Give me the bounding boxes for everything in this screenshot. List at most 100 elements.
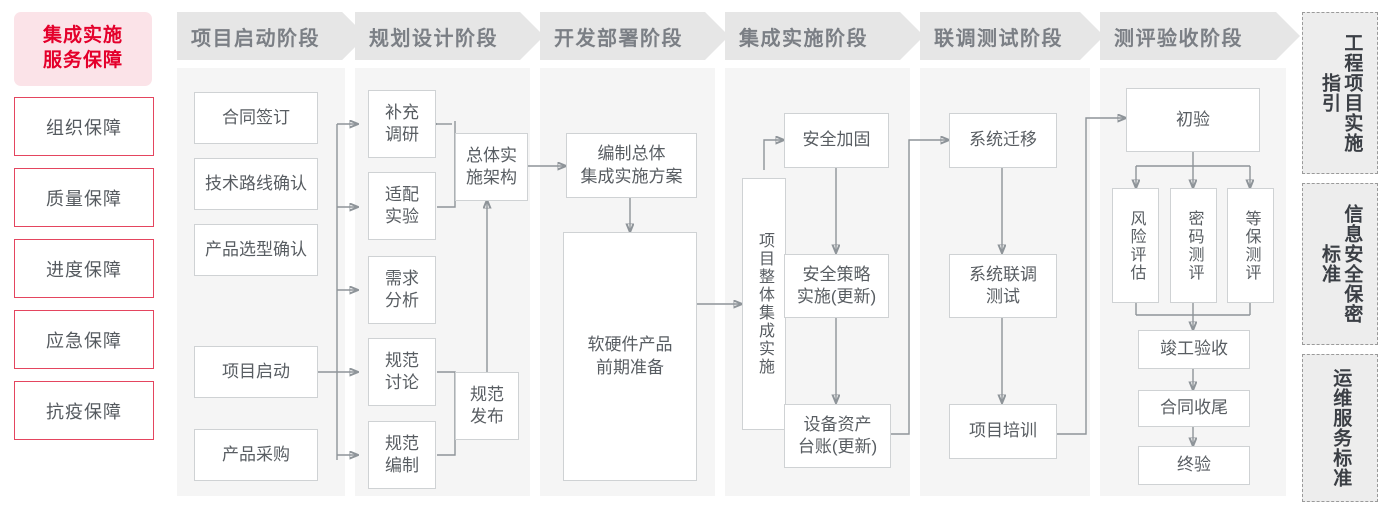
node-chanpin-caigou-label: 产品采购 xyxy=(222,444,290,464)
stage-3-header[interactable]: 开发部署阶段 xyxy=(540,12,705,60)
node-jishu-luxian-label: 技术路线确认 xyxy=(205,173,307,193)
stage-4-header-label: 集成实施阶段 xyxy=(739,27,868,50)
stage-5-header[interactable]: 联调测试阶段 xyxy=(920,12,1080,60)
standard-card-operations-label: 运维服务标准 xyxy=(1330,368,1352,488)
node-fengxian-pinggu[interactable]: 风险评估 xyxy=(1112,188,1159,303)
guarantee-item-3-label: 应急保障 xyxy=(46,330,122,351)
node-buchong-diaoyan[interactable]: 补充调研 xyxy=(368,90,436,158)
node-anquan-jiagu[interactable]: 安全加固 xyxy=(784,113,889,168)
guarantee-item-4[interactable]: 抗疫保障 xyxy=(14,381,154,440)
stage-1-header-label: 项目启动阶段 xyxy=(191,27,320,50)
node-xuqiu-fenxi-line2: 分析 xyxy=(385,291,419,310)
node-shebei-zichan[interactable]: 设备资产台账(更新) xyxy=(784,404,891,468)
node-chanpin-xuanxing[interactable]: 产品选型确认 xyxy=(194,224,318,276)
node-hetong-qianding-label: 合同签订 xyxy=(222,107,290,127)
node-jungong-yanshou-label: 竣工验收 xyxy=(1160,339,1228,359)
node-xitong-liantiao-ceshi-line1: 系统联调 xyxy=(969,264,1037,284)
node-zongti-shishi-jiagou-line1: 总体实 xyxy=(466,145,517,165)
guarantee-item-2-label: 进度保障 xyxy=(46,259,122,280)
node-hetong-shouwei-label: 合同收尾 xyxy=(1160,398,1228,418)
node-bianzhi-zongti-fangan-line1: 编制总体 xyxy=(597,144,666,164)
node-xitong-qianyi-label: 系统迁移 xyxy=(969,130,1037,150)
standard-card-security-label: 信息安全保密标准 xyxy=(1319,204,1363,324)
node-jungong-yanshou[interactable]: 竣工验收 xyxy=(1138,330,1250,369)
node-bianzhi-zongti-fangan[interactable]: 编制总体集成实施方案 xyxy=(566,133,697,198)
stage-1-chevron-icon xyxy=(342,12,368,60)
node-shipei-shiyan-line1: 适配 xyxy=(385,184,419,204)
node-xiangmu-peixun-label: 项目培训 xyxy=(969,421,1037,441)
node-zongti-shishi-jiagou[interactable]: 总体实施架构 xyxy=(455,133,528,201)
node-xiangmu-qidong-label: 项目启动 xyxy=(222,361,290,381)
node-shebei-zichan-line2: 台账(更新) xyxy=(797,437,878,456)
node-guifan-taolun-line1: 规范 xyxy=(385,350,419,370)
node-guifan-taolun-line2: 讨论 xyxy=(385,373,419,392)
standard-card-engineering[interactable]: 工程项目实施指引 xyxy=(1302,12,1378,174)
node-xiangmu-qidong[interactable]: 项目启动 xyxy=(194,346,318,398)
node-shipei-shiyan-line2: 实验 xyxy=(385,207,419,226)
standard-card-operations[interactable]: 运维服务标准 xyxy=(1302,354,1378,502)
standard-card-engineering-label: 工程项目实施指引 xyxy=(1319,33,1363,153)
guarantee-item-2[interactable]: 进度保障 xyxy=(14,239,154,298)
node-mima-ceping-label: 密码测评 xyxy=(1185,209,1203,282)
stage-3-chevron-icon xyxy=(705,12,731,60)
node-anquan-celue-line2: 实施(更新) xyxy=(796,287,877,306)
node-anquan-jiagu-label: 安全加固 xyxy=(802,130,871,150)
node-guifan-bianzhi-line1: 规范 xyxy=(385,433,419,453)
node-shebei-zichan-line1: 设备资产 xyxy=(803,414,872,434)
node-ruanyingjian-qianqi-line2: 前期准备 xyxy=(596,357,664,377)
node-ruanyingjian-qianqi-line1: 软硬件产品 xyxy=(587,335,673,355)
node-anquan-celue[interactable]: 安全策略实施(更新) xyxy=(784,254,889,318)
stage-5-chevron-icon xyxy=(1080,12,1106,60)
stage-4-header[interactable]: 集成实施阶段 xyxy=(725,12,900,60)
node-xitong-liantiao-ceshi-line2: 测试 xyxy=(986,287,1020,306)
stage-4-chevron-icon xyxy=(900,12,926,60)
node-xiangmu-zhengti-jicheng-label: 项目整体集成实施 xyxy=(756,232,773,376)
guarantee-item-0[interactable]: 组织保障 xyxy=(14,97,154,156)
standard-card-security[interactable]: 信息安全保密标准 xyxy=(1302,183,1378,345)
node-jishu-luxian[interactable]: 技术路线确认 xyxy=(194,158,318,210)
node-guifan-taolun[interactable]: 规范讨论 xyxy=(368,338,436,406)
node-guifan-fabu[interactable]: 规范发布 xyxy=(455,372,519,440)
stage-6-header[interactable]: 测评验收阶段 xyxy=(1100,12,1276,60)
node-anquan-celue-line1: 安全策略 xyxy=(802,264,871,284)
stage-1-header[interactable]: 项目启动阶段 xyxy=(177,12,342,60)
left-title-line2: 服务保障 xyxy=(42,50,123,71)
stage-2-header[interactable]: 规划设计阶段 xyxy=(355,12,520,60)
stage-6-chevron-icon xyxy=(1276,12,1302,60)
node-dengbao-ceping-label: 等保测评 xyxy=(1242,209,1260,282)
node-zhongyan-label: 终验 xyxy=(1177,455,1211,475)
guarantee-item-0-label: 组织保障 xyxy=(46,117,122,138)
node-xuqiu-fenxi[interactable]: 需求分析 xyxy=(368,256,436,324)
stage-3-header-label: 开发部署阶段 xyxy=(554,27,683,50)
node-guifan-fabu-line1: 规范 xyxy=(470,384,504,404)
node-xuqiu-fenxi-line1: 需求 xyxy=(385,268,419,288)
node-chuyan[interactable]: 初验 xyxy=(1126,88,1260,152)
node-xiangmu-zhengti-jicheng[interactable]: 项目整体集成实施 xyxy=(742,178,786,430)
node-mima-ceping[interactable]: 密码测评 xyxy=(1170,188,1217,303)
node-ruanyingjian-qianqi[interactable]: 软硬件产品前期准备 xyxy=(563,232,697,481)
node-hetong-qianding[interactable]: 合同签订 xyxy=(194,92,318,144)
left-title-line1: 集成实施 xyxy=(42,25,123,47)
stage-2-chevron-icon xyxy=(520,12,546,60)
node-dengbao-ceping[interactable]: 等保测评 xyxy=(1227,188,1274,303)
node-shipei-shiyan[interactable]: 适配实验 xyxy=(368,172,436,240)
guarantee-item-1-label: 质量保障 xyxy=(46,188,122,209)
node-guifan-bianzhi[interactable]: 规范编制 xyxy=(368,421,436,489)
stage-6-header-label: 测评验收阶段 xyxy=(1114,27,1243,50)
node-zhongyan[interactable]: 终验 xyxy=(1138,446,1250,485)
guarantee-item-1[interactable]: 质量保障 xyxy=(14,168,154,227)
node-xitong-qianyi[interactable]: 系统迁移 xyxy=(949,113,1057,168)
node-xiangmu-peixun[interactable]: 项目培训 xyxy=(949,404,1057,459)
node-fengxian-pinggu-label: 风险评估 xyxy=(1127,209,1145,282)
guarantee-item-3[interactable]: 应急保障 xyxy=(14,310,154,369)
node-xitong-liantiao-ceshi[interactable]: 系统联调测试 xyxy=(949,254,1057,318)
stage-5-header-label: 联调测试阶段 xyxy=(934,27,1063,50)
node-buchong-diaoyan-line2: 调研 xyxy=(385,125,419,144)
left-title-card: 集成实施 服务保障 xyxy=(14,12,152,86)
node-chanpin-caigou[interactable]: 产品采购 xyxy=(194,429,318,481)
node-guifan-fabu-line2: 发布 xyxy=(470,407,504,426)
node-hetong-shouwei[interactable]: 合同收尾 xyxy=(1138,390,1250,427)
node-bianzhi-zongti-fangan-line2: 集成实施方案 xyxy=(580,166,683,186)
node-guifan-bianzhi-line2: 编制 xyxy=(385,456,419,475)
